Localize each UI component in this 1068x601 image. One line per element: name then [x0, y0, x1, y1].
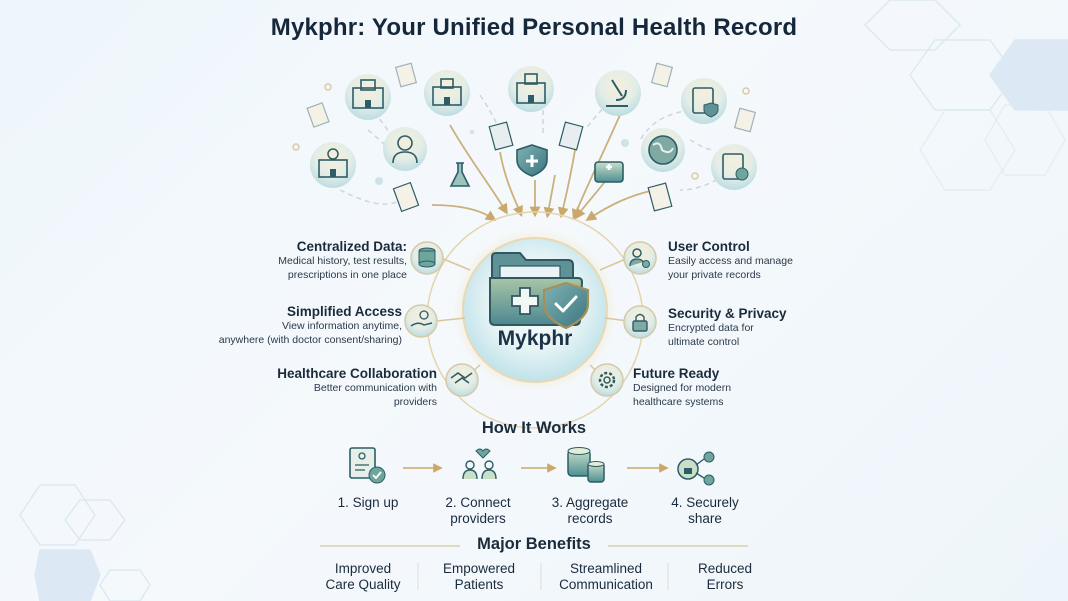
lab-flask-icon [449, 162, 471, 187]
feature-heading: Healthcare Collaboration [277, 366, 437, 381]
feature-description: ultimate control [668, 335, 740, 348]
benefit-label: Errors [706, 577, 744, 592]
handshake-icon [445, 363, 479, 397]
id-card-check-icon [349, 447, 386, 484]
benefit-label: Communication [559, 577, 653, 592]
benefit-item: Improved Care Quality [303, 561, 423, 593]
benefit-label: Reduced [697, 561, 753, 576]
benefits-dividers [320, 545, 748, 590]
clinic-icon [310, 142, 356, 188]
benefit-item: Reduced Errors [665, 561, 785, 593]
feature-centralized-data: Centralized Data: Medical history, test … [147, 238, 407, 282]
feature-description: anywhere (with doctor consent/sharing) [218, 333, 402, 346]
feature-security-privacy: Security & Privacy Encrypted data for ul… [668, 305, 928, 349]
medical-kit-icon [594, 161, 624, 183]
feature-description: your private records [668, 268, 761, 281]
hand-coin-icon [404, 304, 438, 338]
medical-folder-shield-icon [489, 252, 590, 330]
lock-icon [623, 305, 657, 339]
step-connect-providers: 2. Connect providers [423, 495, 533, 527]
hospital-icon [345, 74, 391, 120]
shield-plus-icon [516, 144, 548, 177]
feature-nodes [404, 241, 657, 397]
benefit-label: Improved [334, 561, 392, 576]
step-label: 4. Securely [671, 495, 739, 510]
feature-heading: Security & Privacy [668, 306, 787, 321]
step-sign-up: 1. Sign up [313, 495, 423, 511]
page-title: Mykphr: Your Unified Personal Health Rec… [270, 14, 798, 41]
clipboard-shield-icon [681, 78, 727, 124]
step-label: share [688, 511, 722, 526]
feature-description: healthcare systems [633, 395, 724, 408]
benefit-label: Empowered [442, 561, 516, 576]
feature-description: View information anytime, [281, 320, 402, 332]
globe-icon [641, 128, 685, 172]
feature-heading: Future Ready [633, 366, 720, 381]
step-label: 3. Aggregate [551, 495, 629, 510]
feature-heading: Centralized Data: [296, 239, 407, 254]
feature-simplified-access: Simplified Access View information anyti… [142, 303, 402, 347]
secure-share-icon [677, 451, 715, 486]
hospital-icon [424, 70, 470, 116]
clipboard-check-icon [711, 144, 757, 190]
feature-description: Encrypted data for [668, 322, 754, 334]
feature-description: Designed for modern [633, 382, 732, 394]
benefit-item: Streamlined Communication [546, 561, 666, 593]
step-label: 2. Connect [445, 495, 511, 510]
step-label: records [567, 511, 613, 526]
step-aggregate-records: 3. Aggregate records [535, 495, 645, 527]
doctor-icon [383, 127, 427, 171]
feature-description: prescriptions in one place [287, 268, 407, 281]
feature-description: Medical history, test results, [278, 255, 407, 267]
step-securely-share: 4. Securely share [650, 495, 760, 527]
step-label: 1. Sign up [337, 495, 399, 510]
step-label: providers [450, 511, 506, 526]
benefit-item: Empowered Patients [419, 561, 539, 593]
benefit-label: Care Quality [325, 577, 401, 592]
feature-user-control: User Control Easily access and manage yo… [668, 238, 928, 282]
document-icon [306, 62, 757, 213]
how-it-works-title: How It Works [481, 419, 587, 437]
feature-description: providers [393, 395, 437, 408]
microscope-icon [595, 70, 641, 116]
feature-heading: User Control [668, 239, 750, 254]
major-benefits-title: Major Benefits [477, 535, 591, 553]
database-icon [410, 241, 444, 275]
hexagon-decoration [19, 0, 1068, 601]
feature-healthcare-collaboration: Healthcare Collaboration Better communic… [177, 365, 437, 409]
benefit-label: Patients [454, 577, 504, 592]
center-brand-label: Mykphr [497, 327, 573, 350]
hospital-icon [508, 66, 554, 112]
steps-graphics [349, 447, 715, 486]
feature-heading: Simplified Access [286, 304, 402, 319]
benefit-label: Streamlined [569, 561, 643, 576]
user-settings-icon [623, 241, 657, 275]
feature-description: Better communication with [313, 382, 437, 394]
connect-people-icon [462, 448, 497, 480]
databases-icon [567, 447, 605, 483]
feature-future-ready: Future Ready Designed for modern healthc… [633, 365, 893, 409]
gear-icon [590, 363, 624, 397]
feature-description: Easily access and manage [668, 255, 793, 267]
source-nodes [292, 62, 757, 213]
